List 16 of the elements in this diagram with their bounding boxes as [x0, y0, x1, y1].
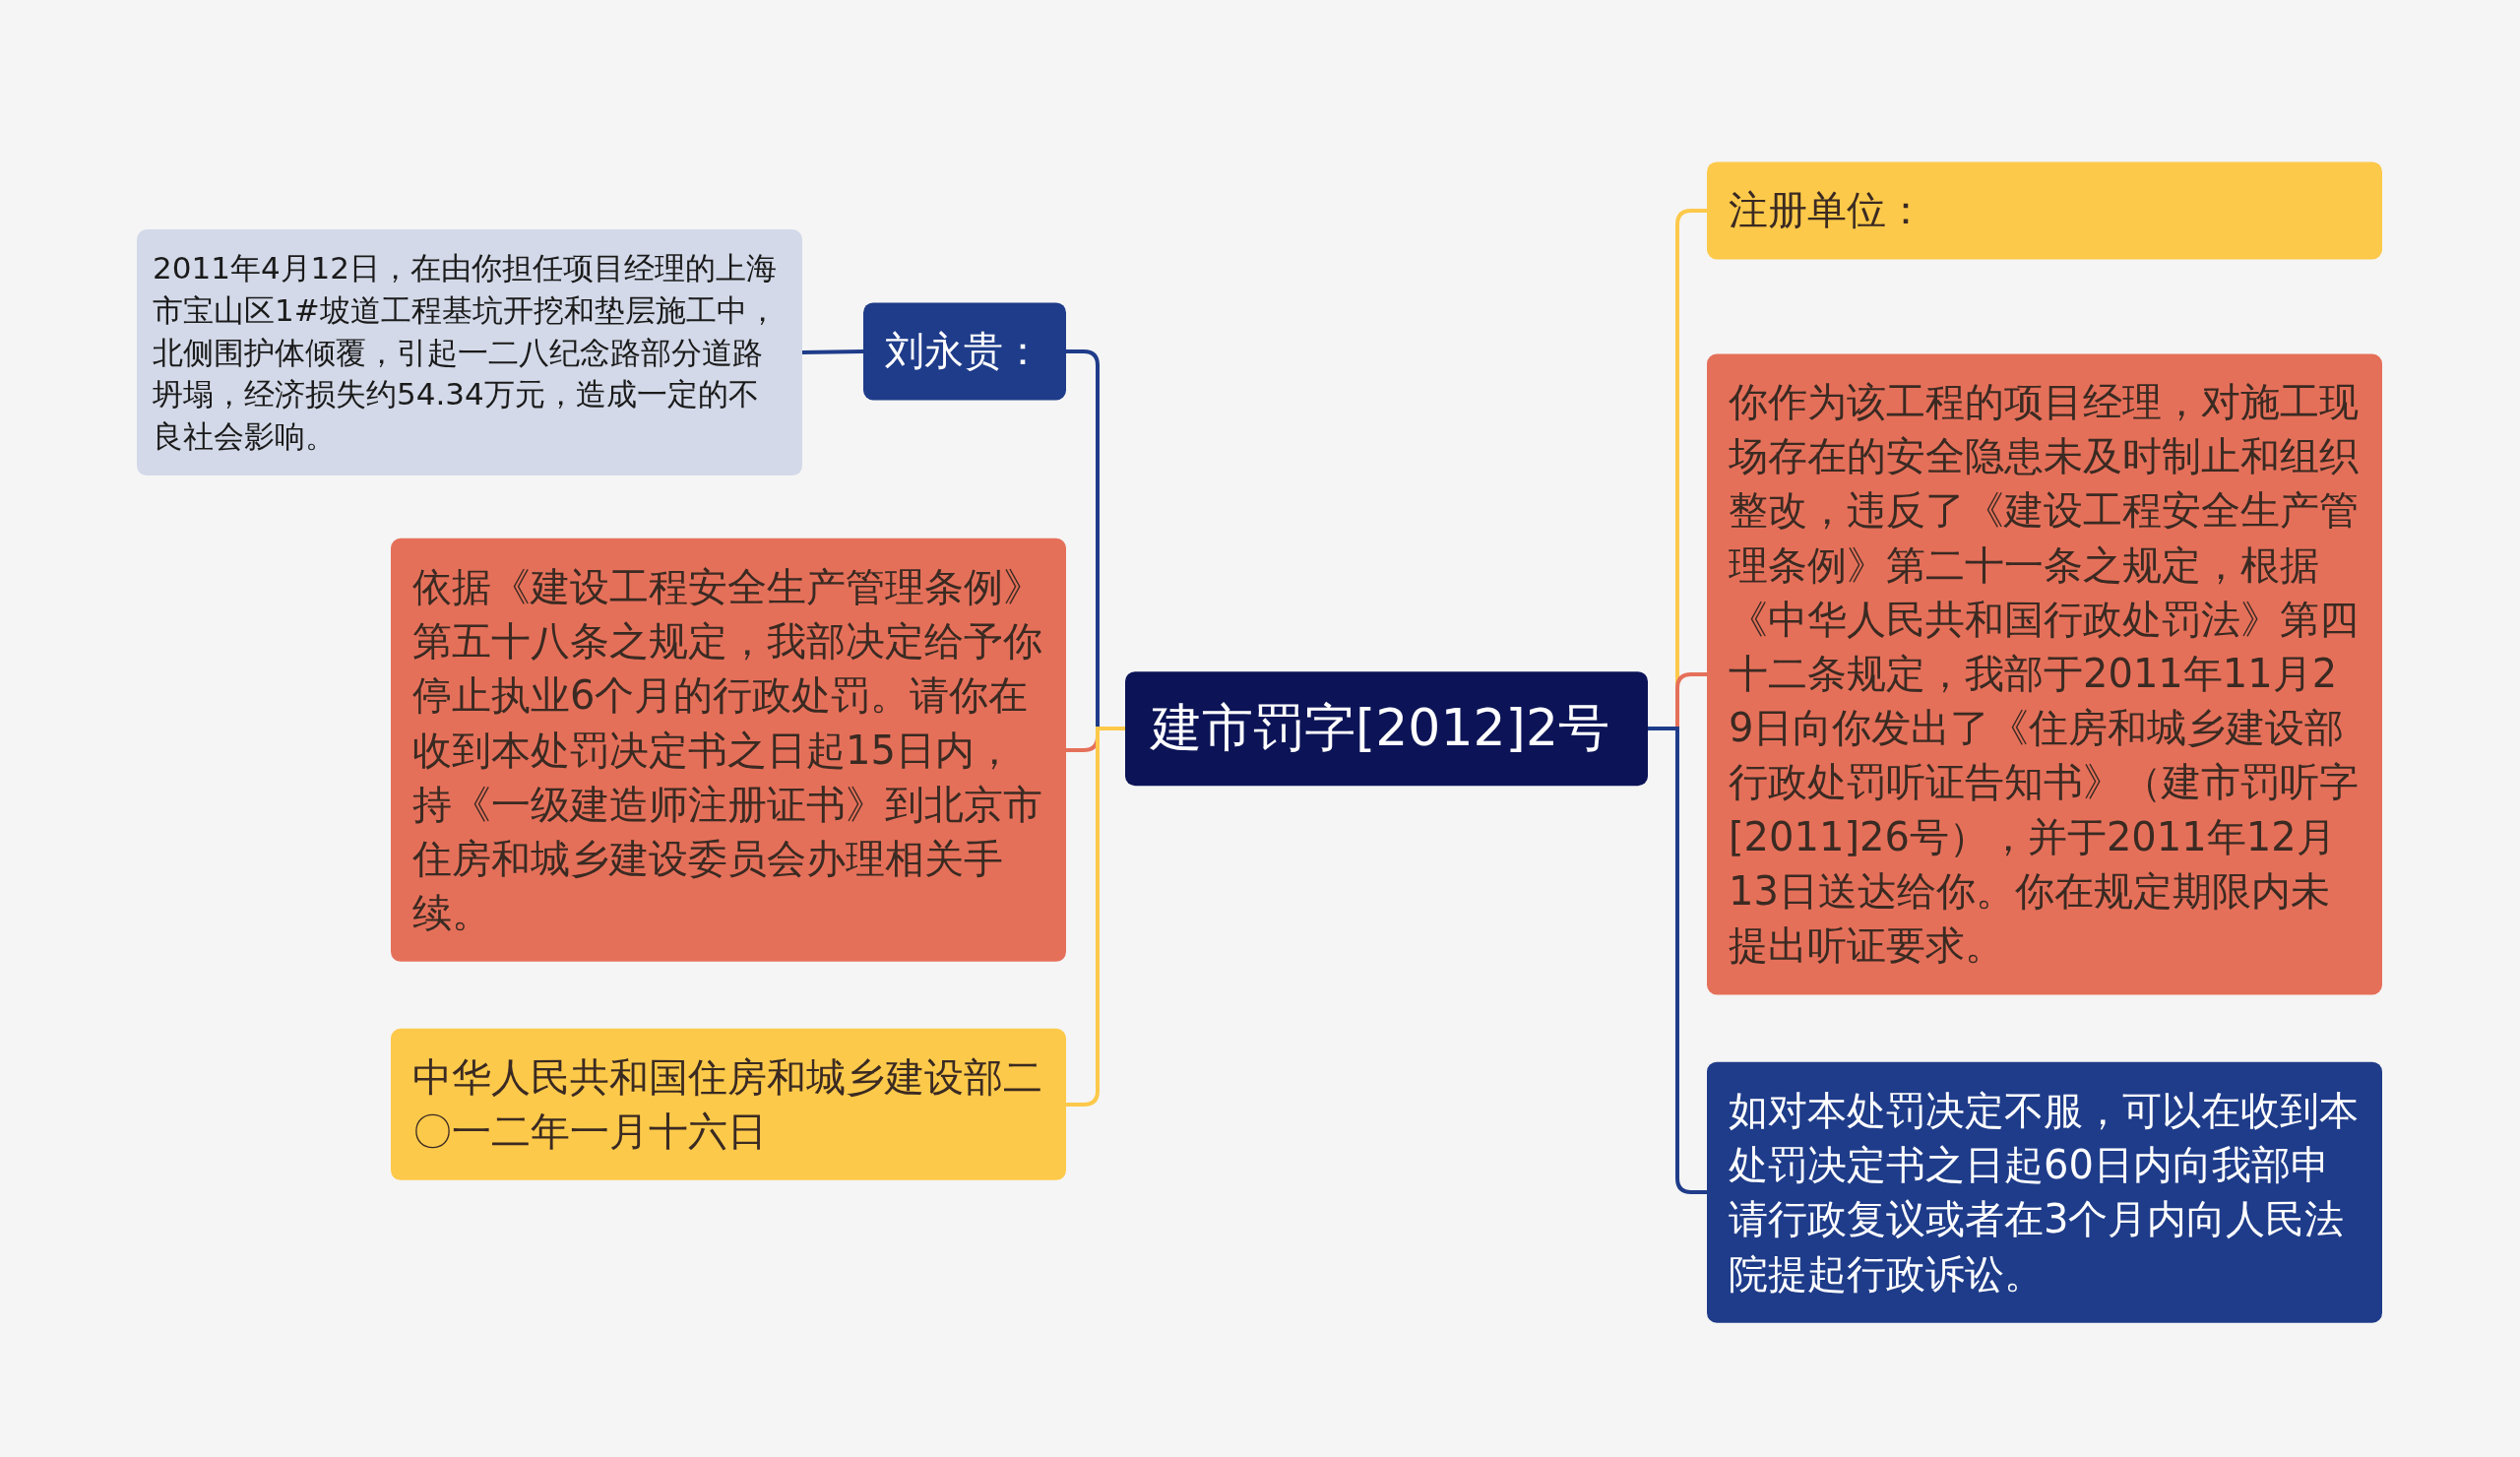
topic-text: 建市罚字[2012]2号: [1151, 697, 1610, 760]
name-box: [863, 302, 1066, 401]
topic-text: 如对本处罚决定不服，可以在收到本处罚决定书之日起60日内向我部申请行政复议或者在3个月内向人民法院提起行政诉讼。: [1729, 1086, 2360, 1299]
topic-text: 2011年4月12日，在由你担任项目经理的上海市宝山区1#坡道工程基坑开挖和垫层施工中，北侧围护体倾覆，引起一二八纪念路部分道路坍塌，经济损失约54.34万元，造成一定的不良社会影响。: [153, 249, 779, 457]
connector-line: [801, 349, 864, 354]
issuer-box: [391, 1028, 1066, 1181]
topic-text: 注册单位：: [1729, 186, 1926, 235]
appeal-box: [1707, 1061, 2382, 1323]
topic-text: 你作为该工程的项目经理，对施工现场存在的安全隐患未及时制止和组织整改，违反了《建设工程安全生产管理条例》第二十一条之规定，根据《中华人民共和国行政处罚法》第四十二条规定，我部于2011年11月29日向你发出了《住房和城乡建设部行政处罚听证告知书》（建市罚听字[2011]26号），并于2011年12月13日送达给你。你在规定期限内未提出听证要求。: [1729, 378, 2360, 971]
topic-text: 刘永贵：: [885, 327, 1043, 376]
topic-text: 依据《建设工程安全生产管理条例》第五十八条之规定，我部决定给予你停止执业6个月的行政处罚。请你在收到本处罚决定书之日起15日内，持《一级建造师注册证书》到北京市住房和城乡建设委员会办理相关手续。: [412, 562, 1043, 937]
incident-box: [137, 229, 802, 475]
registration-box: [1707, 161, 2382, 260]
penalty-box: [391, 538, 1066, 963]
topic-text: 中华人民共和国住房和城乡建设部二〇一二年一月十六日: [412, 1052, 1043, 1156]
central-topic-box: [1125, 671, 1648, 786]
